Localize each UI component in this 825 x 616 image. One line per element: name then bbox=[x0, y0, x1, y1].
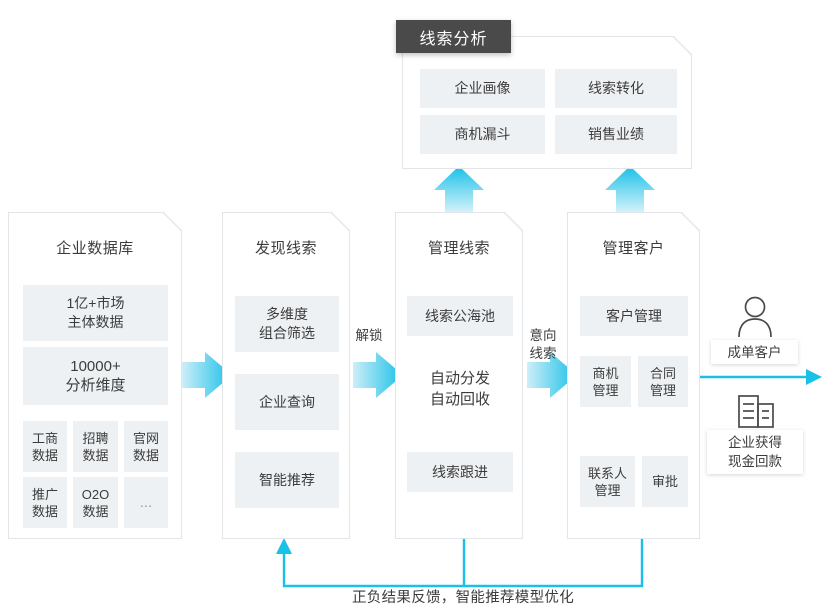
column-title-enterprise-database: 企业数据库 bbox=[56, 240, 134, 257]
customer-tile-opportunity-management[interactable]: 商机 管理 bbox=[580, 356, 631, 407]
column-discover-leads: 发现线索 多维度 组合筛选 企业查询 智能推荐 bbox=[222, 212, 350, 539]
column-title-manage-customers: 管理客户 bbox=[602, 240, 665, 257]
customer-tile-contact-management[interactable]: 联系人 管理 bbox=[580, 456, 635, 507]
outcome-label-cash-collection: 企业获得 现金回款 bbox=[707, 430, 803, 474]
db-small-tile-0[interactable]: 工商 数据 bbox=[23, 421, 67, 472]
db-small-tile-2[interactable]: 官网 数据 bbox=[124, 421, 168, 472]
db-tile-analysis-dimensions[interactable]: 10000+ 分析维度 bbox=[23, 347, 168, 405]
connector-label-intent-lead: 意向 线索 bbox=[529, 328, 557, 361]
discover-tile-multi-filter[interactable]: 多维度 组合筛选 bbox=[235, 296, 339, 352]
arrow-up-from-manage-customers bbox=[605, 166, 655, 213]
discover-tile-company-search[interactable]: 企业查询 bbox=[235, 374, 339, 430]
leads-tile-auto-dispatch[interactable]: 自动分发 自动回收 bbox=[429, 370, 490, 408]
db-small-tile-5[interactable]: ... bbox=[124, 477, 168, 528]
column-enterprise-database: 企业数据库 1亿+市场 主体数据 10000+ 分析维度 工商 数据 招聘 数据… bbox=[8, 212, 182, 539]
analysis-tile-2[interactable]: 商机漏斗 bbox=[420, 115, 545, 154]
analysis-tile-0[interactable]: 企业画像 bbox=[420, 69, 545, 108]
db-tile-market-entities[interactable]: 1亿+市场 主体数据 bbox=[23, 285, 168, 341]
leads-tile-public-pool[interactable]: 线索公海池 bbox=[407, 296, 513, 336]
db-small-tile-4[interactable]: O2O 数据 bbox=[73, 477, 118, 528]
person-icon bbox=[735, 296, 775, 338]
db-small-tile-1[interactable]: 招聘 数据 bbox=[73, 421, 118, 472]
arrow-up-from-manage-leads bbox=[434, 166, 484, 213]
customer-tile-contract-management[interactable]: 合同 管理 bbox=[638, 356, 688, 407]
db-small-tile-3[interactable]: 推广 数据 bbox=[23, 477, 67, 528]
arrow-db-to-discover bbox=[182, 352, 232, 398]
analysis-tile-1[interactable]: 线索转化 bbox=[555, 69, 677, 108]
column-title-manage-leads: 管理线索 bbox=[427, 240, 490, 257]
customer-tile-approval[interactable]: 审批 bbox=[642, 456, 688, 507]
feedback-loop-path bbox=[276, 536, 644, 588]
analysis-title-badge: 线索分析 bbox=[396, 20, 511, 53]
leads-tile-follow-up[interactable]: 线索跟进 bbox=[407, 452, 513, 492]
analysis-panel: 企业画像 线索转化 商机漏斗 销售业绩 bbox=[402, 36, 692, 169]
discover-tile-smart-recommend[interactable]: 智能推荐 bbox=[235, 452, 339, 508]
customer-tile-customer-management[interactable]: 客户管理 bbox=[580, 296, 688, 336]
arrow-manage-leads-to-manage-customers bbox=[527, 352, 577, 398]
feedback-loop-caption: 正负结果反馈，智能推荐模型优化 bbox=[352, 590, 574, 606]
building-icon bbox=[737, 393, 775, 429]
outcome-label-closed-customer: 成单客户 bbox=[711, 340, 798, 364]
arrow-outcome-flow bbox=[700, 369, 822, 385]
analysis-tile-3[interactable]: 销售业绩 bbox=[555, 115, 677, 154]
column-manage-leads: 管理线索 线索公海池 自动分发 自动回收 线索跟进 bbox=[395, 212, 523, 539]
column-title-discover-leads: 发现线索 bbox=[254, 240, 317, 257]
connector-label-unlock: 解锁 bbox=[355, 328, 383, 343]
column-manage-customers: 管理客户 客户管理 商机 管理 合同 管理 联系人 管理 审批 bbox=[567, 212, 700, 539]
arrow-discover-to-manage-leads bbox=[353, 352, 403, 398]
